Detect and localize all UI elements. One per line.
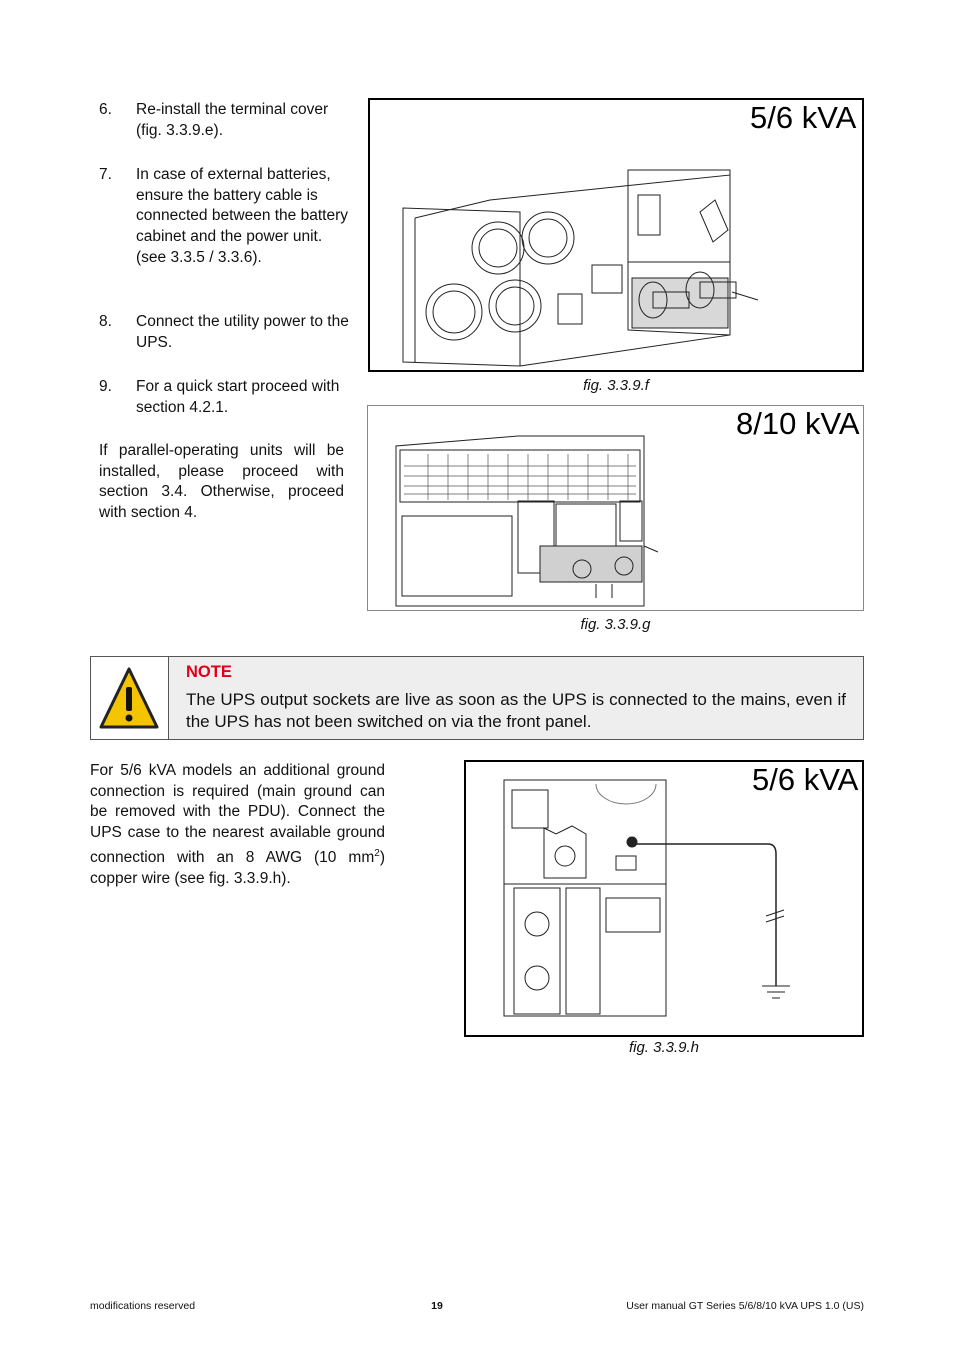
footer-right: User manual GT Series 5/6/8/10 kVA UPS 1… bbox=[626, 1300, 864, 1312]
ground-paragraph: For 5/6 kVA models an additional ground … bbox=[90, 761, 385, 889]
figure-title: 5/6 kVA bbox=[750, 100, 857, 135]
step-number: 6. bbox=[99, 101, 112, 118]
figure-title: 5/6 kVA bbox=[752, 762, 859, 797]
figure-caption: fig. 3.3.9.g bbox=[580, 616, 651, 633]
figure-title: 8/10 kVA bbox=[736, 406, 860, 441]
note-title: NOTE bbox=[186, 663, 232, 681]
figure-h: 5/6 kVA bbox=[464, 760, 864, 1037]
footer-left: modifications reserved bbox=[90, 1300, 196, 1312]
ground-connection-illustration bbox=[503, 779, 790, 1017]
warning-triangle-icon bbox=[99, 667, 159, 729]
ground-text: For 5/6 kVA models an additional ground … bbox=[90, 762, 385, 866]
note-box: NOTE The UPS output sockets are live as … bbox=[90, 656, 864, 740]
step-text: Re-install the terminal cover (fig. 3.3.… bbox=[136, 101, 329, 139]
step-number: 7. bbox=[99, 166, 112, 183]
step-9: 9. For a quick start proceed with sectio… bbox=[99, 377, 349, 418]
parallel-paragraph: If parallel-operating units will be inst… bbox=[99, 442, 344, 522]
superscript: 2 bbox=[374, 847, 380, 859]
step-text: Connect the utility power to the UPS. bbox=[136, 313, 349, 351]
ups-rear-panel-illustration bbox=[395, 435, 659, 607]
step-number: 9. bbox=[99, 378, 112, 395]
step-7: 7. In case of external batteries, ensure… bbox=[99, 165, 349, 269]
ups-rear-panel-illustration bbox=[402, 169, 759, 367]
step-text: In case of external batteries, ensure th… bbox=[136, 166, 348, 266]
step-number: 8. bbox=[99, 313, 112, 330]
ground-text-end: ) copper wire (see fig. 3.3.9.h). bbox=[90, 848, 385, 887]
figure-f: 5/6 kVA bbox=[368, 98, 864, 372]
step-6: 6. Re-install the terminal cover (fig. 3… bbox=[99, 100, 349, 141]
step-text: For a quick start proceed with section 4… bbox=[136, 378, 340, 416]
figure-g: 8/10 kVA bbox=[367, 405, 864, 611]
figure-caption: fig. 3.3.9.h bbox=[628, 1039, 700, 1056]
note-body: The UPS output sockets are live as soon … bbox=[186, 690, 846, 731]
page-number: 19 bbox=[431, 1300, 443, 1312]
figure-caption: fig. 3.3.9.f bbox=[583, 377, 649, 394]
note-icon-cell bbox=[91, 657, 169, 739]
step-8: 8. Connect the utility power to the UPS. bbox=[99, 312, 349, 353]
